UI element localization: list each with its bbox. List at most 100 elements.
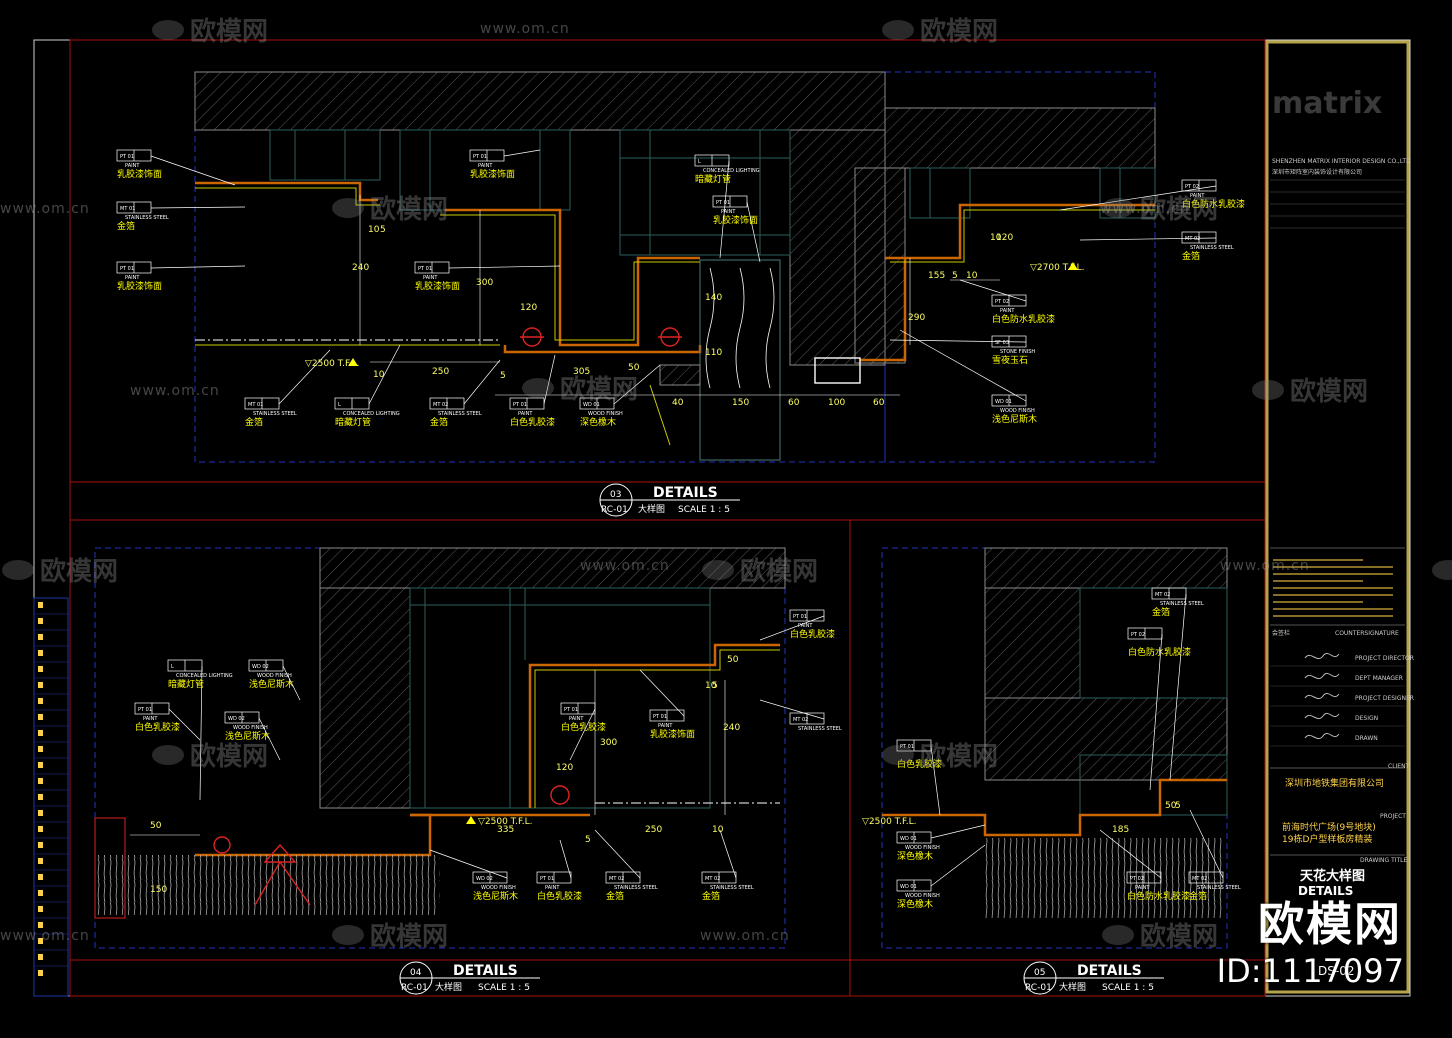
- watermark-url: www.om.cn: [480, 21, 570, 37]
- material-cn: 暗藏灯管: [335, 416, 371, 428]
- wood-paneling: [985, 838, 1225, 918]
- dimension-label: 60: [788, 398, 800, 408]
- material-code: PT 02: [1185, 184, 1199, 190]
- material-code: PT 01: [120, 266, 134, 272]
- material-cn: 白色乳胶漆: [897, 758, 942, 770]
- watermark-url: www.om.cn: [130, 383, 220, 399]
- material-cn: 金箔: [117, 220, 135, 232]
- curtain-box: [699, 259, 781, 461]
- material-cn: 乳胶漆饰面: [117, 280, 162, 292]
- material-cn: 深色橡木: [897, 898, 933, 910]
- dimension-label: 150: [732, 398, 749, 408]
- dimension-label: 5: [1175, 801, 1181, 811]
- material-en: PAINT: [518, 411, 533, 417]
- material-en: WOOD FINISH: [905, 893, 940, 899]
- dimension-label: 10: [990, 233, 1002, 243]
- material-cn: 暗藏灯管: [168, 678, 204, 690]
- material-code: PT 01: [418, 266, 432, 272]
- material-code: MT 01: [120, 206, 135, 212]
- material-en: PAINT: [478, 163, 493, 169]
- dimension-label: 50: [1165, 801, 1177, 811]
- material-code: MT 02: [609, 876, 624, 882]
- svg-text:DRAWING TITLE: DRAWING TITLE: [1360, 857, 1408, 864]
- material-en: PAINT: [1135, 885, 1150, 891]
- watermark-text: 欧模网: [40, 556, 118, 587]
- dimension-label: 300: [476, 278, 493, 288]
- svg-text:19栋D户型样板房精装: 19栋D户型样板房精装: [1282, 833, 1372, 845]
- dimension-label: 185: [1112, 825, 1129, 835]
- dimension-label: 5: [952, 271, 958, 281]
- material-cn: 金箔: [702, 890, 720, 902]
- dimension-label: 110: [705, 348, 722, 358]
- material-en: PAINT: [569, 716, 584, 722]
- dimension-label: 10: [712, 825, 724, 835]
- svg-text:CLIENT: CLIENT: [1388, 763, 1410, 770]
- material-en: WOOD FINISH: [905, 845, 940, 851]
- watermark-text: 欧模网: [920, 16, 998, 47]
- level-marker: [1068, 262, 1078, 270]
- wood-paneling: [95, 855, 440, 915]
- dimension-label: 120: [520, 303, 537, 313]
- watermark-brand: 欧模网: [1258, 897, 1402, 951]
- role-label: DEPT MANAGER: [1355, 675, 1403, 682]
- material-code: PT 01: [513, 402, 527, 408]
- svg-text:DS-02: DS-02: [1318, 964, 1354, 978]
- material-code: PT 01: [120, 154, 134, 160]
- material-en: PAINT: [798, 623, 813, 629]
- detail-04-drawing: [94, 547, 786, 949]
- slab-hatch: [319, 547, 786, 589]
- dimension-label: ▽2500 T.F.L.: [305, 359, 359, 369]
- svg-text:大样图: 大样图: [638, 503, 665, 515]
- watermark-text: 欧模网: [920, 741, 998, 772]
- watermark-url: www.om.cn: [1100, 201, 1190, 217]
- watermark-text: 欧模网: [560, 374, 638, 405]
- dimension-label: 250: [645, 825, 662, 835]
- material-en: WOOD FINISH: [233, 725, 268, 731]
- material-en: STAINLESS STEEL: [125, 215, 169, 221]
- watermark-text: 欧模网: [370, 921, 448, 952]
- material-en: PAINT: [721, 209, 736, 215]
- material-en: CONCEALED LIGHTING: [703, 168, 760, 174]
- material-cn: 白色乳胶漆: [790, 628, 835, 640]
- material-en: PAINT: [125, 275, 140, 281]
- role-label: DESIGN: [1355, 715, 1378, 722]
- material-cn: 乳胶漆饰面: [650, 728, 695, 740]
- svg-text:COUNTERSIGNATURE: COUNTERSIGNATURE: [1335, 630, 1399, 637]
- matrix-logo: matrix: [1272, 86, 1382, 121]
- detail-04-title: 04 RC-01 DETAILS 大样图 SCALE 1 : 5: [399, 961, 540, 995]
- material-en: STONE FINISH: [1000, 349, 1035, 355]
- watermark-id: ID:1117097: [1216, 952, 1404, 990]
- dimension-label: 290: [908, 313, 925, 323]
- material-code: PT 01: [793, 614, 807, 620]
- detail-05-drawing: [881, 547, 1228, 949]
- dimension-label: 50: [727, 655, 739, 665]
- watermark-text: 欧模网: [1140, 194, 1218, 225]
- material-en: PAINT: [658, 723, 673, 729]
- material-cn: 乳胶漆饰面: [470, 168, 515, 180]
- material-code: PT 01: [900, 744, 914, 750]
- material-code: PT 01: [138, 707, 152, 713]
- material-cn: 深色橡木: [897, 850, 933, 862]
- dimension-label: 10: [373, 370, 385, 380]
- material-code: WD 01: [900, 884, 917, 890]
- material-en: CONCEALED LIGHTING: [176, 673, 233, 679]
- watermark-text: 欧模网: [740, 556, 818, 587]
- detail-05-title: 05 RC-01 DETAILS 大样图 SCALE 1 : 5: [1023, 961, 1164, 995]
- material-cn: 金箔: [606, 890, 624, 902]
- material-en: STAINLESS STEEL: [614, 885, 658, 891]
- svg-text:DETAILS: DETAILS: [1298, 884, 1353, 898]
- material-en: CONCEALED LIGHTING: [343, 411, 400, 417]
- material-code: PT 01: [540, 876, 554, 882]
- dimension-label: 120: [996, 233, 1013, 243]
- svg-text:深圳市地铁集团有限公司: 深圳市地铁集团有限公司: [1285, 777, 1384, 789]
